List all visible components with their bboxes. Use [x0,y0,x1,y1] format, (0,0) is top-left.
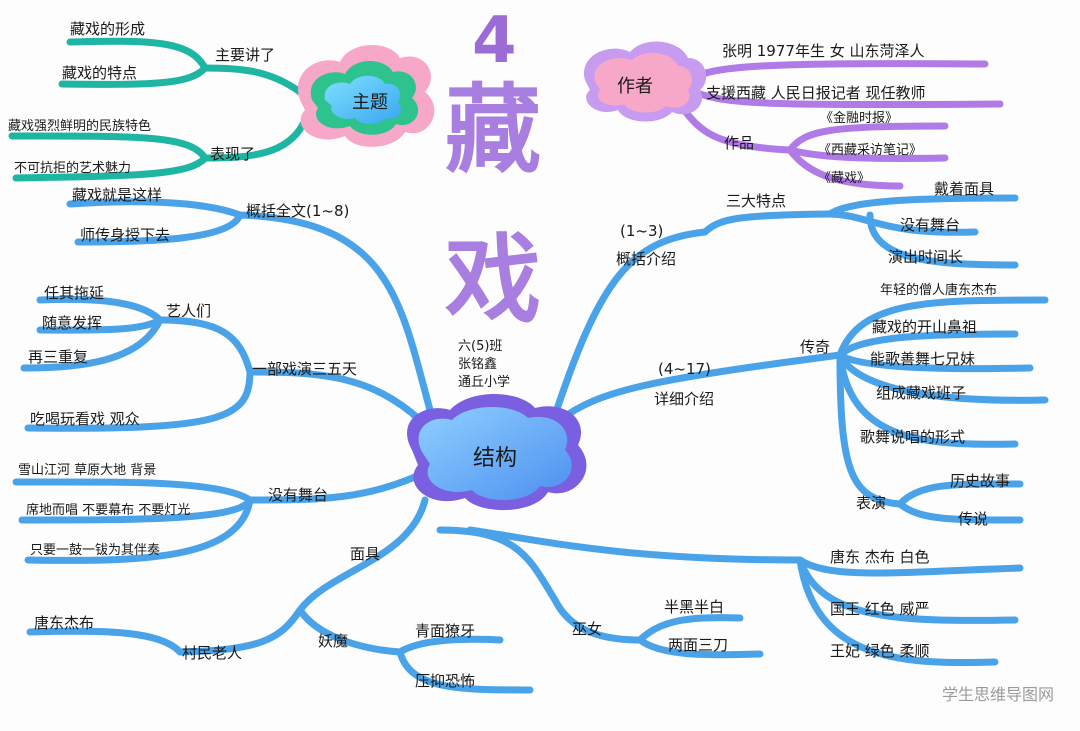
perform-item-2: 传说 [958,510,989,528]
detail-range: (4~17) [658,360,711,378]
artists-item-1: 任其拖延 [44,284,105,302]
villager-label: 村民老人 [182,644,243,662]
intro-features-label: 三大特点 [726,192,787,210]
theme-branch-main: 主要讲了 [215,46,276,64]
title-char-1: 藏 [445,73,541,186]
legend-item-5: 歌舞说唱的形式 [860,428,966,446]
class-info-class: 六(5)班 [458,339,503,354]
detail-label: 详细介绍 [654,390,715,408]
author-bio-line-1: 张明 1977年生 女 山东菏泽人 [722,42,925,60]
summary-item-1: 藏戏就是这样 [72,186,163,204]
lesson-number: 4 [472,4,517,78]
legend-item-1: 年轻的僧人唐东杰布 [880,283,998,298]
center-label: 结构 [472,446,517,471]
legend-label: 传奇 [800,338,831,356]
title-char-2: 戏 [445,223,541,336]
artists-item-2: 随意发挥 [42,314,103,332]
artists-label: 一部戏演三五天 [252,360,358,378]
feature-mask: 戴着面具 [934,180,995,198]
artists-item-3: 再三重复 [28,348,89,366]
theme-item-formation: 藏戏的形成 [70,20,146,38]
demon-item-1: 青面獠牙 [415,622,476,640]
no-stage-label: 没有舞台 [268,486,329,504]
role-item-2: 国王 红色 威严 [830,600,930,618]
masks-label: 面具 [350,545,381,563]
class-info-name: 张铭鑫 [458,357,498,372]
author-bio-line-2: 支援西藏 人民日报记者 现任教师 [706,84,926,102]
theme-item-ethnic: 藏戏强烈鲜明的民族特色 [8,119,152,134]
theme-cloud [298,44,435,147]
feature-long-show: 演出时间长 [888,248,964,266]
summary-item-2: 师传身授下去 [80,226,171,244]
center-cloud [407,394,587,511]
audience-label: 吃喝玩看戏 观众 [30,410,140,428]
intro-range: (1~3) [620,222,664,240]
no-stage-item-1: 雪山江河 草原大地 背景 [18,463,157,478]
summary-label: 概括全文(1~8) [246,202,350,220]
theme-branches [8,37,309,182]
demon-item-2: 压抑恐怖 [415,672,476,690]
witch-label: 巫女 [572,620,603,638]
structure-branches [12,194,1049,694]
legend-item-3: 能歌善舞七兄妹 [870,350,976,368]
legend-item-4: 组成藏戏班子 [876,384,967,402]
no-stage-item-2: 席地而唱 不要幕布 不要灯光 [26,503,191,518]
witch-item-1: 半黑半白 [664,598,725,616]
legend-item-2: 藏戏的开山鼻祖 [872,318,978,336]
perform-item-1: 历史故事 [950,472,1011,490]
artists-sub-label: 艺人们 [166,302,212,320]
role-item-1: 唐东 杰布 白色 [830,548,930,566]
theme-item-features: 藏戏的特点 [62,64,138,82]
demon-label: 妖魔 [318,632,349,650]
theme-label: 主题 [352,92,388,113]
intro-label: 概括介绍 [616,250,677,268]
feature-no-stage: 没有舞台 [900,216,961,234]
author-label: 作者 [617,76,653,97]
author-work-2: 《西藏采访笔记》 [818,143,923,158]
villager-item: 唐东杰布 [34,614,95,632]
author-work-3: 《藏戏》 [818,171,871,186]
class-info-school: 通丘小学 [458,375,511,390]
author-cloud [584,41,707,122]
author-works-label: 作品 [724,134,755,152]
no-stage-item-3: 只要一鼓一钹为其伴奏 [30,543,161,558]
author-work-1: 《金融时报》 [820,111,899,126]
theme-item-charm: 不可抗拒的艺术魅力 [14,161,132,176]
role-item-3: 王妃 绿色 柔顺 [830,642,930,660]
witch-item-2: 两面三刀 [668,636,729,654]
watermark: 学生思维导图网 [941,685,1054,704]
perform-label: 表演 [856,494,887,512]
theme-branch-shows: 表现了 [210,145,256,163]
